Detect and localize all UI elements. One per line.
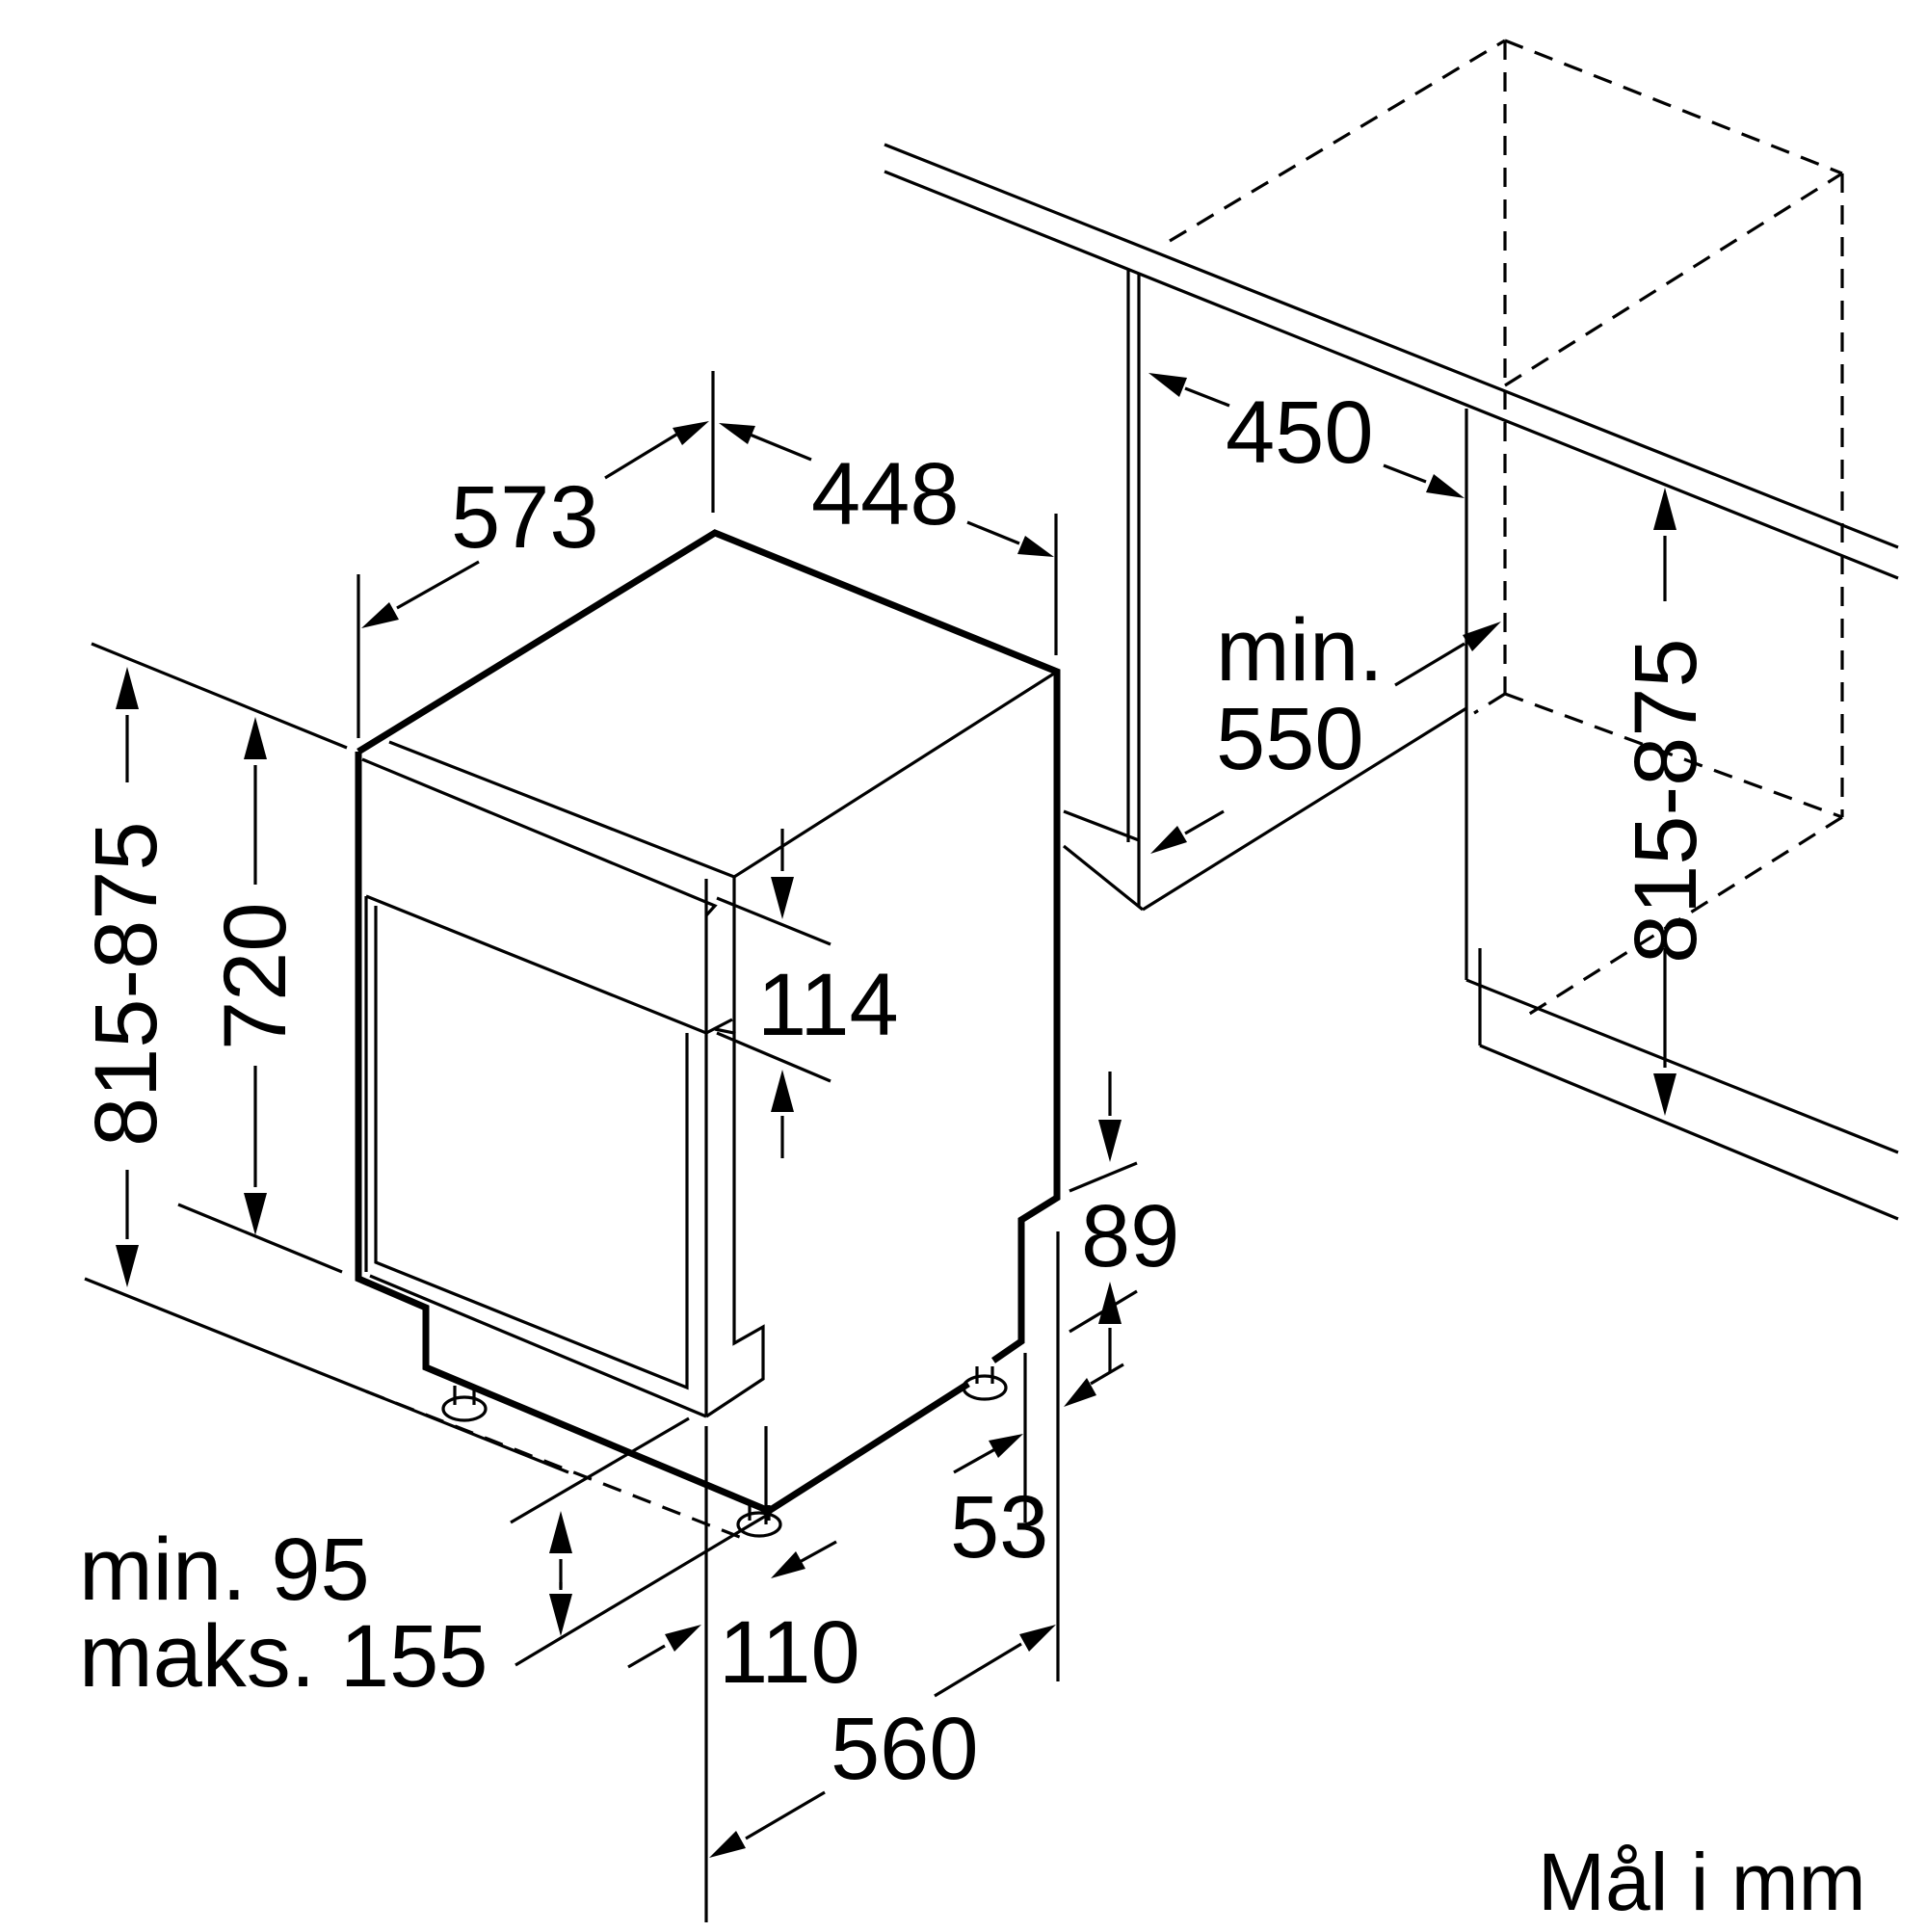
worktop [884, 143, 1899, 580]
dimension-110 [627, 1540, 837, 1669]
label-720: 720 [206, 903, 304, 1051]
label-450: 450 [1226, 384, 1374, 482]
label-448: 448 [811, 445, 960, 543]
dimension-448 [719, 423, 1054, 557]
label-min: min. [1216, 601, 1384, 700]
dimension-min-95-maks-155 [549, 1511, 572, 1636]
niche-outline [1062, 270, 1899, 1221]
dimension-815-875-right [1653, 488, 1676, 1116]
extension-lines [84, 371, 1482, 1922]
cabinet-outline-dashed [1169, 39, 1844, 1021]
dimension-560 [709, 1625, 1056, 1858]
label-53: 53 [950, 1478, 1048, 1576]
dimension-89 [1098, 1072, 1122, 1372]
label-114: 114 [757, 956, 899, 1054]
dimension-720 [244, 717, 267, 1235]
dimension-114 [771, 829, 794, 1158]
label-815-875-left: 815-875 [77, 821, 175, 1147]
dimension-573 [361, 421, 709, 628]
unit-note: Mål i mm [1538, 1837, 1866, 1927]
dimension-min-550 [1150, 622, 1501, 854]
dimension-53 [953, 1363, 1124, 1474]
label-560: 560 [831, 1700, 979, 1798]
dishwasher-body [355, 529, 1061, 1515]
label-110: 110 [719, 1603, 860, 1702]
dimension-815-875-left [116, 667, 139, 1287]
label-550: 550 [1216, 690, 1364, 788]
label-89: 89 [1081, 1187, 1179, 1285]
label-815-875-right: 815-875 [1617, 638, 1715, 964]
dishwasher-feet [365, 1366, 1008, 1540]
label-min-95: min. 95 [79, 1521, 370, 1619]
label-573: 573 [451, 468, 599, 567]
dimension-450 [1148, 373, 1465, 498]
label-maks-155: maks. 155 [79, 1607, 488, 1706]
